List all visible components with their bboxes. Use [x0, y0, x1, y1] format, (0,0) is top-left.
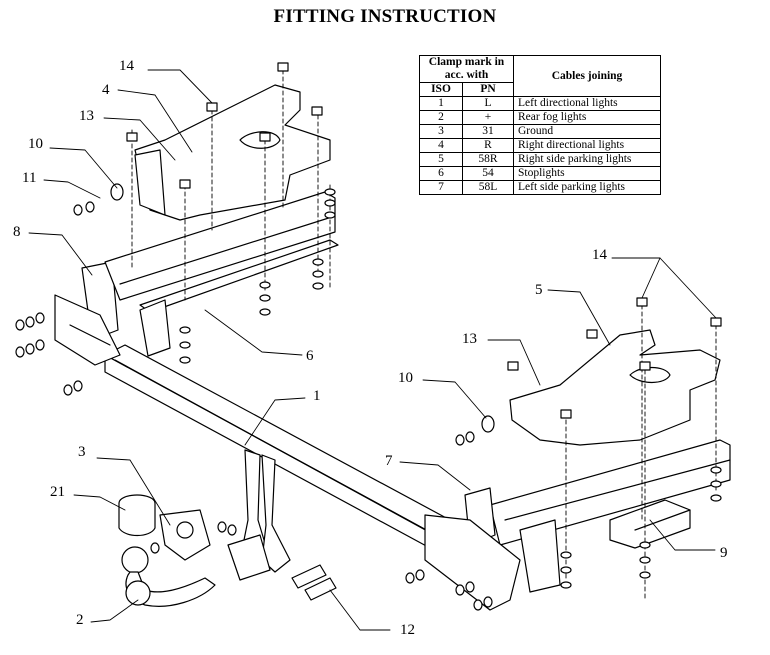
socket-plate: [159, 509, 211, 561]
cable-desc-cell: Right side parking lights: [513, 152, 661, 167]
clamp-mark-header: Clamp mark in acc. with: [419, 55, 514, 83]
nuts-and-washers: [15, 188, 722, 611]
part-label-14: 14: [119, 58, 134, 74]
right-top-bracket: [509, 329, 721, 446]
bolts: [291, 564, 337, 601]
part-label-5: 5: [535, 282, 543, 298]
page-title: FITTING INSTRUCTION: [273, 6, 497, 27]
right-side-plate: [424, 487, 521, 611]
part-label-7: 7: [385, 453, 393, 469]
leader-lines: [28, 69, 717, 631]
cable-desc-cell: Left side parking lights: [513, 180, 661, 195]
part-label-13: 13: [79, 108, 94, 124]
part-label-11: 11: [22, 170, 37, 186]
part-label-10: 10: [398, 370, 413, 386]
part-label-10: 10: [28, 136, 43, 152]
part-label-9: 9: [720, 545, 728, 561]
left-rail: [104, 191, 339, 357]
right-rail: [489, 439, 731, 593]
part-label-1: 1: [313, 388, 321, 404]
pn-cell: 58R: [462, 152, 514, 167]
spacer-box: [609, 499, 691, 549]
part-label-3: 3: [78, 444, 86, 460]
drop-bracket: [227, 449, 291, 581]
table-row: 2+Rear fog lights: [419, 110, 661, 125]
part-label-13: 13: [462, 331, 477, 347]
part-label-8: 8: [13, 224, 21, 240]
tow-ball: [121, 546, 216, 607]
spacers: [110, 183, 495, 433]
cables-joining-table: Clamp mark in acc. with Cables joining I…: [419, 55, 661, 195]
part-label-2: 2: [76, 612, 84, 628]
part-label-14: 14: [592, 247, 607, 263]
part-label-4: 4: [102, 82, 110, 98]
part-label-12: 12: [400, 622, 415, 638]
tow-ball-cap: [118, 494, 156, 537]
pn-header: PN: [462, 82, 514, 97]
part-label-6: 6: [306, 348, 314, 364]
bolt-heads: [126, 62, 722, 419]
left-side-plate: [54, 261, 121, 366]
part-label-21: 21: [50, 484, 65, 500]
